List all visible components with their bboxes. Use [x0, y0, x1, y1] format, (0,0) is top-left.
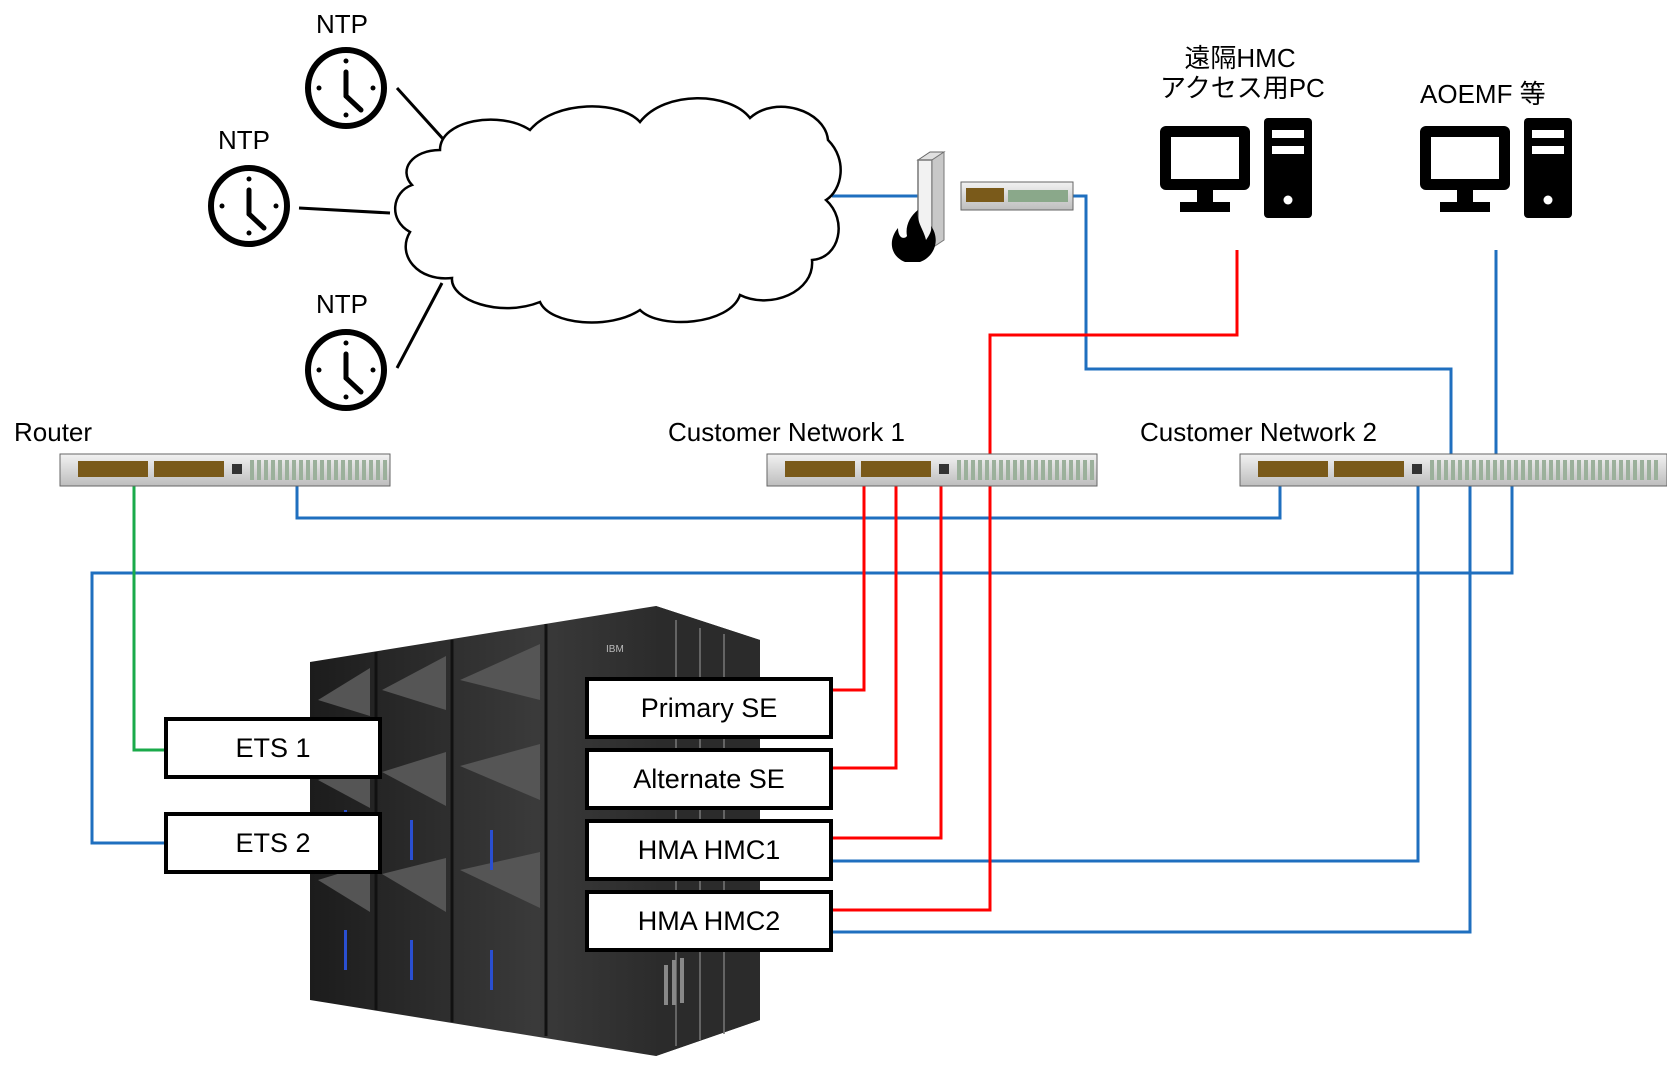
ntp-clock-icon-3	[308, 332, 384, 408]
ntp-clock-icon-2	[211, 168, 287, 244]
remote-pc-icon	[1160, 118, 1312, 218]
ntp-clock-icon-1	[308, 50, 384, 126]
remote-hmc-label-line1: 遠隔HMC	[1184, 43, 1296, 73]
ntp-label-1: NTP	[316, 9, 368, 39]
remote-hmc-label-line2: アクセス用PC	[1160, 72, 1325, 103]
ntp-label-3: NTP	[316, 289, 368, 319]
cloud-icon	[393, 97, 842, 324]
router-switch-icon	[59, 453, 391, 487]
primary-se-box: Primary SE	[585, 677, 833, 739]
ntp-link-2	[298, 206, 391, 215]
router-label: Router	[14, 417, 93, 447]
ntp-link-3	[395, 282, 444, 369]
ntp-link-1	[395, 86, 446, 142]
aoemf-label: AOEMF 等	[1420, 79, 1546, 109]
hma-hmc1-box: HMA HMC1	[585, 819, 833, 881]
remote-hmc-label: 遠隔HMC アクセス用PC	[1160, 43, 1325, 104]
edge-switch-icon	[960, 181, 1074, 211]
firewall-icon	[891, 151, 946, 262]
customer-network-1-label: Customer Network 1	[668, 417, 905, 447]
green-link	[132, 484, 166, 752]
alternate-se-box: Alternate SE	[585, 748, 833, 810]
hma-hmc2-box: HMA HMC2	[585, 890, 833, 952]
ets2-box: ETS 2	[164, 812, 382, 874]
red-links	[832, 250, 1239, 912]
mainframe-logo: IBM	[606, 644, 624, 655]
customer-network-2-switch-icon	[1239, 453, 1667, 487]
blue-links	[90, 194, 1514, 934]
ntp-label-2: NTP	[218, 125, 270, 155]
switches	[59, 453, 1667, 487]
customer-network-2-label: Customer Network 2	[1140, 417, 1377, 447]
customer-network-1-switch-icon	[766, 453, 1098, 487]
ets1-box: ETS 1	[164, 717, 382, 779]
aoemf-pc-icon	[1420, 118, 1572, 218]
